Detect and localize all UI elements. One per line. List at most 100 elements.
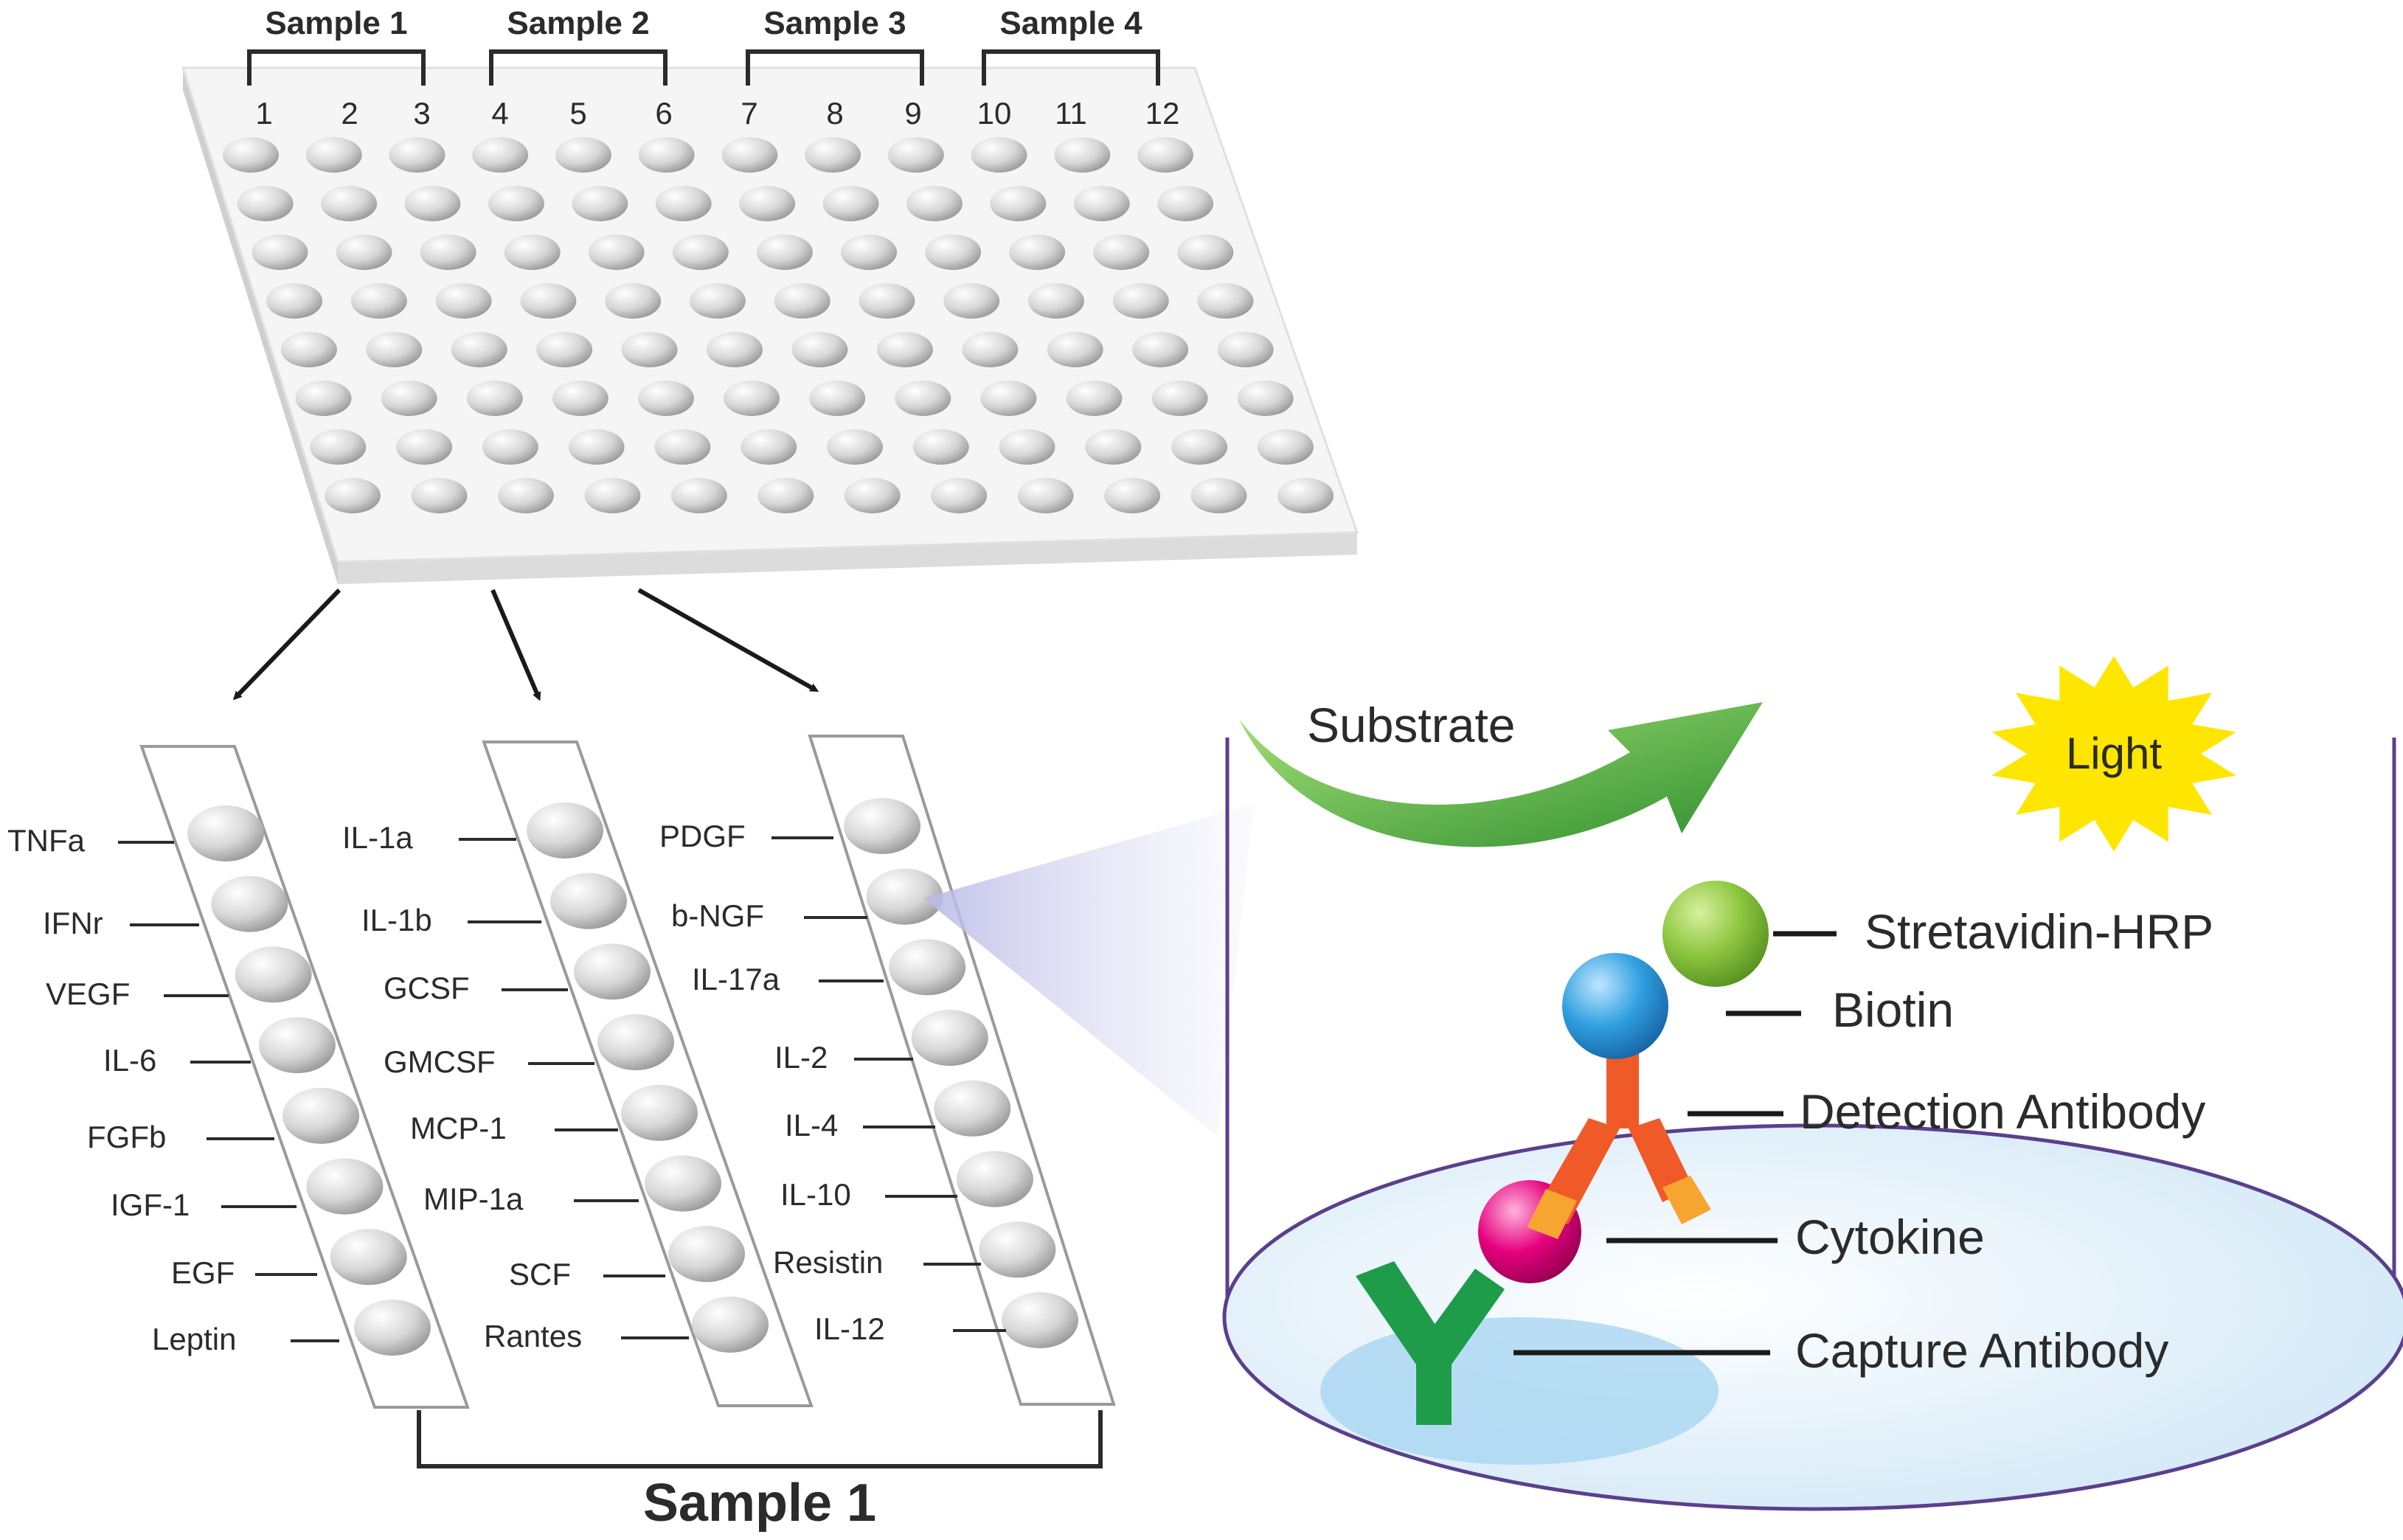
plate-well [1073, 186, 1130, 221]
strip-label: MCP-1 [410, 1111, 507, 1145]
strip-well [282, 1087, 360, 1144]
strip-label: b-NGF [671, 898, 764, 933]
plate-well [305, 137, 362, 173]
plate-well [925, 235, 982, 270]
strip-label: Rantes [484, 1319, 582, 1353]
plate-well [980, 381, 1037, 416]
strip-3-labels: PDGF b-NGF IL-17a IL-2 IL-4 IL-10 Resist… [659, 819, 885, 1346]
plate-well [672, 235, 729, 270]
plate-well [943, 283, 1000, 319]
plate-well [805, 137, 861, 173]
plate-well [466, 381, 523, 416]
plate-well [568, 429, 625, 465]
plate-well [654, 429, 711, 465]
plate-well [488, 186, 544, 221]
strip-well [692, 1297, 769, 1353]
sample-brackets [247, 49, 1160, 86]
plate-well [895, 381, 951, 416]
plate-well [670, 478, 727, 513]
strip-label: PDGF [659, 819, 746, 853]
strip-well [934, 1080, 1011, 1137]
plate-well [1137, 137, 1193, 173]
plate-well [757, 478, 814, 513]
strip-group-label: Sample 1 [643, 1474, 876, 1533]
plate-side [183, 68, 338, 584]
column-number: 1 [255, 96, 272, 131]
plate-well [404, 186, 461, 221]
plate-well [266, 283, 323, 319]
detection-antibody-left-tip [1527, 1189, 1577, 1239]
component-leaders [1513, 931, 1837, 1356]
column-numbers: 1 2 3 4 5 6 7 8 9 10 11 12 [255, 96, 1179, 131]
sample-2-bracket [489, 49, 668, 86]
plate-well [827, 429, 883, 465]
strip-1-wells [187, 805, 431, 1356]
plate-well [689, 283, 746, 319]
strip-label: IFNr [43, 906, 103, 940]
plate-well [912, 429, 969, 465]
strip-label: GMCSF [384, 1044, 496, 1079]
detection-antibody-right-arm [1629, 1118, 1693, 1202]
plate-well [310, 429, 367, 465]
streptavidin-hrp-label: Stretavidin-HRP [1865, 904, 2213, 959]
plate-well [504, 235, 561, 270]
strip-label: IL-2 [774, 1040, 828, 1075]
strip-well [527, 802, 603, 859]
plate-well [1017, 478, 1074, 513]
plate-well [1027, 283, 1084, 319]
plate-well [1047, 332, 1103, 367]
detection-antibody-icon [1527, 1041, 1711, 1239]
column-number: 8 [826, 96, 843, 131]
magnification-beam [923, 804, 1254, 1136]
strip-label: IL-6 [103, 1043, 156, 1078]
detection-antibody-stem [1606, 1041, 1639, 1128]
biotin-icon [1562, 953, 1668, 1059]
plate-well [295, 381, 352, 416]
strip-3-wells [844, 798, 1078, 1348]
plate-well [1009, 235, 1066, 270]
plate-well [435, 283, 492, 319]
strip-well [550, 873, 627, 929]
plate-well [325, 478, 381, 513]
sample-4-bracket [982, 49, 1160, 86]
strip-label: Resistin [773, 1245, 883, 1280]
plate-well [336, 235, 392, 270]
strip-well [956, 1151, 1033, 1207]
plate-well [707, 332, 763, 367]
plate-well [1054, 137, 1111, 173]
arrow-to-strip-1 [232, 588, 341, 701]
column-number: 4 [491, 96, 508, 131]
substrate-arrow [1239, 702, 1763, 847]
sample-4-label: Sample 4 [999, 5, 1142, 41]
strip-1-leaders [118, 841, 339, 1342]
strip-label: IL-1b [361, 903, 432, 937]
plate-well [756, 235, 813, 270]
strip-well [889, 939, 966, 996]
strip-well [866, 868, 943, 925]
substrate-label: Substrate [1307, 698, 1516, 752]
strip-label: FGFb [87, 1120, 166, 1154]
strip-2-leaders [459, 838, 689, 1339]
strip-well [668, 1226, 745, 1283]
plate-well [1190, 478, 1247, 513]
sample-1-label: Sample 1 [265, 5, 407, 41]
plate-well [859, 283, 915, 319]
light-label: Light [2066, 729, 2162, 778]
plate-well [411, 478, 468, 513]
arrow-to-strip-3 [637, 588, 819, 692]
strip-well [911, 1010, 988, 1066]
strip-well [1002, 1292, 1078, 1348]
plate-well [584, 478, 641, 513]
column-number: 2 [341, 96, 358, 131]
plate-well [381, 381, 437, 416]
plate-well [822, 186, 879, 221]
plate-well [605, 283, 662, 319]
plate-well [739, 186, 796, 221]
biotin-label: Biotin [1832, 982, 1954, 1037]
plate-well [638, 381, 694, 416]
cytokine-label: Cytokine [1795, 1210, 1985, 1264]
plate-well [321, 186, 378, 221]
light-burst-icon [1991, 656, 2236, 852]
plate-well [366, 332, 423, 367]
